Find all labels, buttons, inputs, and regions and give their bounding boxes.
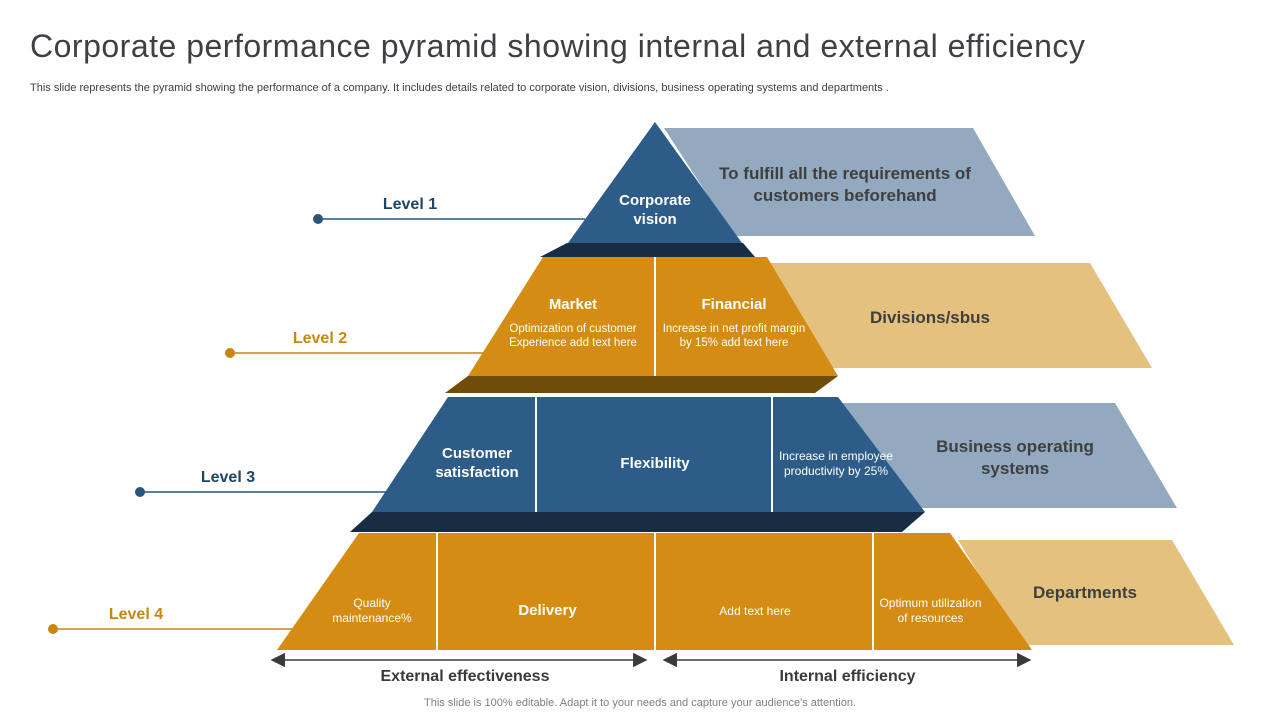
level2-side-label: Divisions/sbus xyxy=(870,307,990,327)
level3-cell-customer-satisfaction: Customer satisfaction xyxy=(435,445,519,481)
level3-underside-shadow xyxy=(350,512,925,532)
level2-label: Level 2 xyxy=(292,330,348,347)
level2-front-trapezoid xyxy=(468,257,838,376)
level4-callout-dot xyxy=(48,624,58,634)
page-title: Corporate performance pyramid showing in… xyxy=(30,28,1086,64)
footer-note: This slide is 100% editable. Adapt it to… xyxy=(424,697,856,709)
level3-cell-productivity: Increase in employee productivity by 25% xyxy=(778,449,894,478)
level1-side-flange xyxy=(664,128,1035,236)
level3-callout-dot xyxy=(135,487,145,497)
level1-title: Corporate vision xyxy=(619,192,691,228)
level1-front-triangle xyxy=(568,122,742,243)
external-effectiveness-label: External effectiveness xyxy=(380,668,550,685)
level2-market-desc: Optimization of customer Experience add … xyxy=(509,322,637,349)
level2-callout-dot xyxy=(225,348,235,358)
level3-label: Level 3 xyxy=(200,469,256,486)
level1-side-label: To fulfill all the requirements of custo… xyxy=(719,163,971,205)
level2-financial-title: Financial xyxy=(701,295,767,313)
level4-label: Level 4 xyxy=(108,606,164,623)
level1-callout-dot xyxy=(313,214,323,224)
level2-underside-shadow xyxy=(445,376,838,393)
internal-efficiency-label: Internal efficiency xyxy=(779,668,916,685)
level4-cell-add-text: Add text here xyxy=(719,603,791,618)
level4-side-label: Departments xyxy=(1033,582,1137,602)
level3-side-label: Business operating systems xyxy=(936,436,1094,478)
page-subtitle: This slide represents the pyramid showin… xyxy=(30,82,889,94)
level3-front-trapezoid xyxy=(372,397,925,512)
level2-cell-financial: Financial Increase in net profit margin … xyxy=(658,292,810,354)
level2-financial-desc: Increase in net profit margin by 15% add… xyxy=(662,322,806,349)
level4-cell-delivery: Delivery xyxy=(518,601,577,619)
level1-underside-shadow xyxy=(540,243,755,257)
level2-cell-market: Market Optimization of customer Experien… xyxy=(493,292,653,354)
level4-side-flange xyxy=(958,540,1234,645)
level2-market-title: Market xyxy=(548,295,598,313)
level3-cell-flexibility: Flexibility xyxy=(620,454,690,472)
level4-cell-resources: Optimum utilization of resources xyxy=(879,596,982,625)
level4-cell-quality: Quality maintenance% xyxy=(332,596,412,625)
level1-label: Level 1 xyxy=(382,196,438,213)
